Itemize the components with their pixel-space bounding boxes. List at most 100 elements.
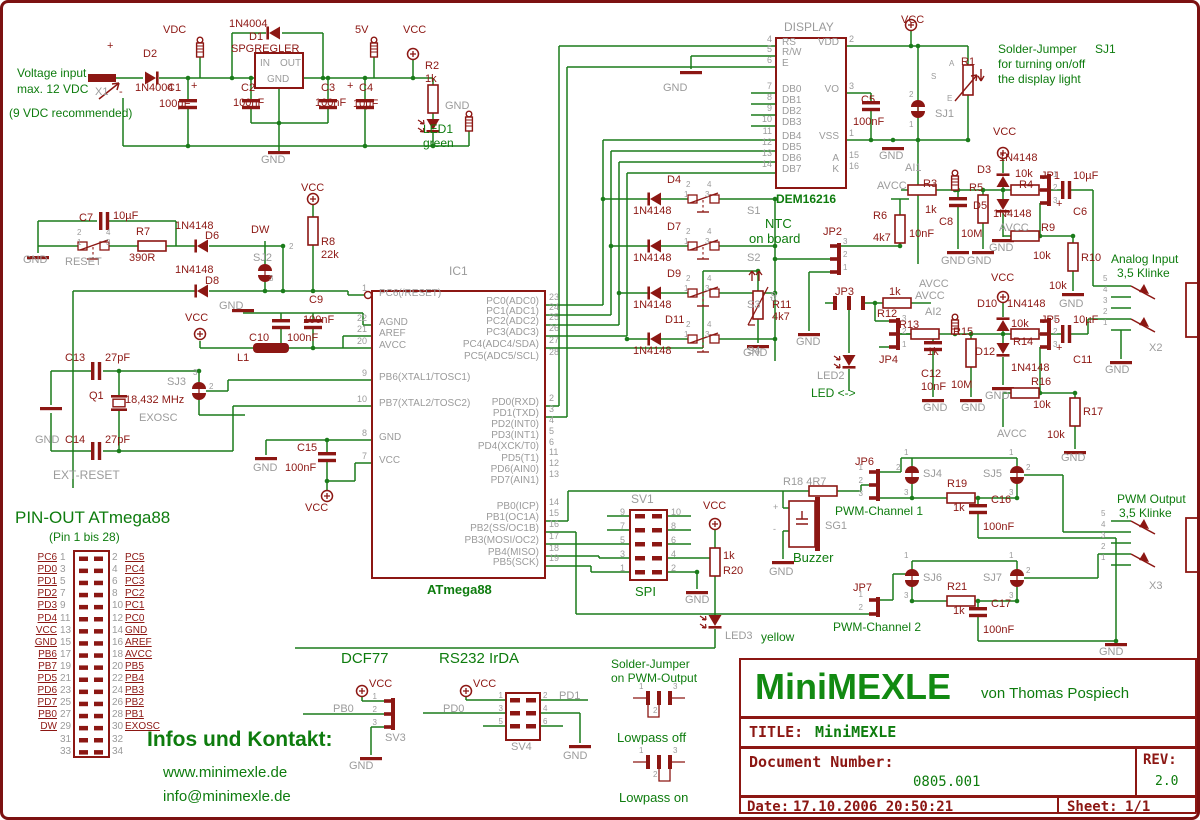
display-db1: DB1 [782, 95, 802, 106]
buttons-4: 4 [707, 274, 712, 283]
mcu-pb4-miso: PB4(MISO) [487, 547, 539, 558]
pinout-net-pb5: PB5 [125, 660, 144, 672]
ntc-r11: R11 [772, 299, 792, 311]
buttons-1: 1 [684, 237, 689, 246]
rs232-pd1: PD1 [559, 690, 581, 702]
spi-sv1: SV1 [631, 492, 654, 506]
analog1-5: 5 [1103, 274, 1108, 283]
spi-vcc: VCC [703, 500, 727, 512]
lowpass_legend-on-pwm-output: on PWM-Output [611, 671, 698, 685]
lowpass_legend-2: 2 [653, 706, 658, 715]
pinout-net-pd5: PD5 [37, 673, 57, 684]
pinout-net-aref: AREF [125, 636, 152, 648]
analog2-r13: R13 [899, 319, 920, 331]
vcc-symbol [459, 684, 473, 698]
rs232-2: 2 [543, 691, 548, 700]
mcu-23: 23 [549, 292, 560, 302]
mcu-pd7-ain1: PD7(AIN1) [490, 475, 539, 486]
pwm-1: 1 [904, 448, 909, 457]
buttons-2: 2 [686, 274, 691, 283]
c11-cap [1061, 325, 1072, 343]
reset-10-f: 10µF [113, 210, 139, 222]
analog1-3: 3 [1103, 296, 1108, 305]
display-db0: DB0 [782, 84, 802, 95]
analog1-gnd: GND [1059, 298, 1084, 310]
pwm-100nf: 100nF [983, 521, 1015, 533]
mcu-6: 6 [549, 437, 555, 447]
vcc-symbol [355, 684, 369, 698]
spi-led3: LED3 [725, 630, 753, 642]
analog1-gnd: GND [967, 255, 992, 267]
pinout-pin-10: 10 [112, 600, 124, 612]
mcu-26: 26 [549, 323, 560, 333]
ntc-on-board: on board [749, 231, 801, 246]
reset-reset: RESET [65, 256, 102, 268]
mcu-pd3-int1: PD3(INT1) [491, 430, 539, 441]
gnd-symbol [1062, 293, 1084, 297]
pinout-net-pd4: PD4 [37, 612, 57, 624]
mcu-pc5-adc5-scl: PC5(ADC5/SCL) [463, 351, 539, 362]
power-1n4004: 1N4004 [229, 18, 268, 30]
pinout-pads [79, 556, 103, 755]
c6-cap [1061, 181, 1072, 199]
r10-resistor [1067, 242, 1079, 272]
avcc_filter-gnd: GND [219, 300, 244, 312]
ntc-ntc: NTC [765, 216, 792, 231]
analog2-c11: C11 [1073, 354, 1093, 366]
r11-ntc [747, 270, 769, 326]
ntc-r6: R6 [873, 210, 888, 222]
brand-name: MiniMEXLE [755, 666, 951, 707]
sj5-jumper [1009, 465, 1025, 485]
mcu-pb7-xtal2-tosc2: PB7(XTAL2/TOSC2) [379, 398, 471, 409]
pinout-pin-17: 17 [60, 648, 72, 660]
ntc-2: 2 [843, 250, 848, 259]
mcu-pb0-icp: PB0(ICP) [496, 501, 539, 512]
analog1-analog-input: Analog Input [1111, 252, 1179, 266]
reset-390r: 390R [129, 252, 156, 264]
pinout-pin-19: 19 [60, 660, 72, 672]
vcc-symbol [320, 489, 334, 503]
pinout-net-exosc: EXOSC [125, 721, 161, 733]
analog2-r15: R15 [953, 326, 974, 338]
mcu-pd2-int0: PD2(INT0) [491, 419, 539, 430]
contact-infos-und-kontakt: Infos und Kontakt: [147, 728, 333, 751]
reset-vcc: VCC [301, 182, 325, 194]
mcu-pb2-ss-oc1b: PB2(SS/OC1B) [470, 523, 539, 534]
c14-cap [91, 442, 102, 460]
pinout-pin-4: 4 [112, 564, 118, 576]
5v-testpin [369, 36, 379, 58]
sj3-jumper [191, 381, 207, 401]
buttons-2: 2 [686, 227, 691, 236]
pinout-pin-21: 21 [60, 673, 72, 684]
mcu-28: 28 [549, 347, 560, 357]
pinout-pin-8: 8 [112, 588, 118, 600]
pinout-pin-31: 31 [60, 733, 72, 745]
display-11: 11 [762, 126, 772, 136]
pinout-net-pc1: PC1 [125, 600, 145, 612]
analog1-vcc: VCC [993, 126, 1017, 138]
mcu-agnd: AGND [379, 317, 408, 328]
power-c4: C4 [359, 82, 374, 94]
pinout-pin-22: 22 [112, 673, 124, 684]
analog1-x2: X2 [1149, 342, 1163, 354]
jp6-header [869, 469, 880, 501]
x2-jack [1130, 282, 1197, 338]
pinout-net-pb4: PB4 [125, 673, 144, 684]
analog1-gnd: GND [1105, 364, 1130, 376]
display-display: DISPLAY [784, 20, 834, 34]
pwm-1: 1 [1101, 553, 1106, 562]
pinout-net-pd3: PD3 [37, 600, 57, 612]
power-green: green [423, 136, 454, 150]
display-e: E [947, 94, 953, 103]
power-d2: D2 [143, 48, 158, 60]
power-voltage-input: Voltage input [17, 66, 87, 80]
mcu-pc2-adc2: PC2(ADC2) [486, 316, 539, 327]
crystal-2: 2 [209, 382, 214, 391]
reset-2: 2 [77, 228, 82, 237]
buttons-4: 4 [707, 320, 712, 329]
avcc_filter-c10: C10 [249, 332, 270, 344]
reset-c7: C7 [79, 212, 94, 224]
mcu-ic1: IC1 [449, 264, 468, 278]
display-1: 1 [909, 120, 914, 129]
